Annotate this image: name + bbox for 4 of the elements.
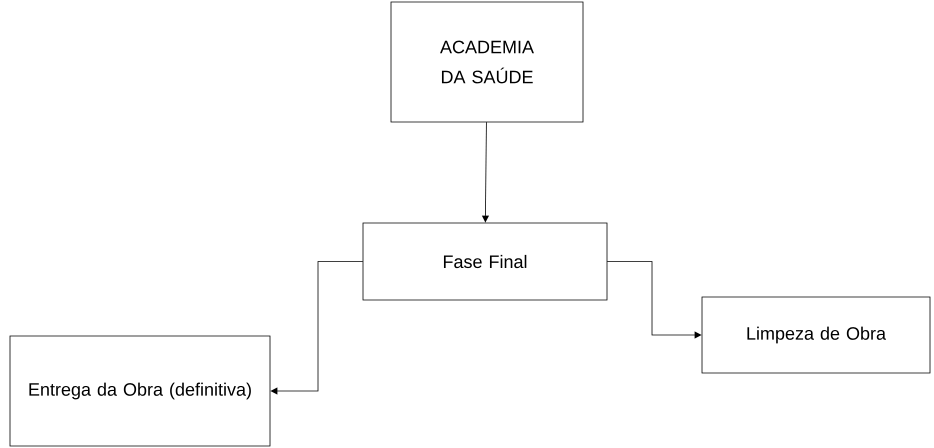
- process-box: ACADEMIA DA SAÚDE: [390, 2, 584, 122]
- process-box: Entrega da Obra (definitiva): [10, 336, 270, 446]
- process-box: Fase Final: [362, 222, 608, 300]
- process-box: Limpeza de Obra: [702, 296, 930, 374]
